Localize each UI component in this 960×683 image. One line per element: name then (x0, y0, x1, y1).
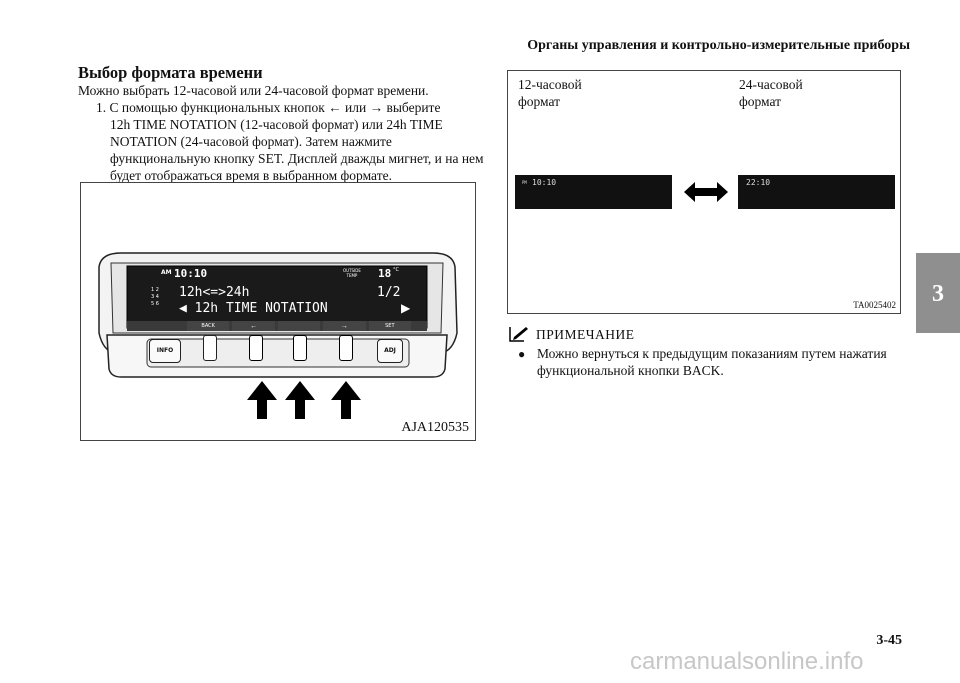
display-line-1: 12h<=>24h (179, 285, 250, 300)
function-button-4[interactable] (339, 335, 353, 361)
display-24h: 22:10 (738, 175, 895, 209)
display-page-indicator: 1/2 (377, 285, 401, 300)
display-line-2-text: 12h TIME NOTATION (194, 301, 328, 316)
side-numbers: 1 2 3 4 5 6 (151, 287, 159, 308)
am-indicator: AM (161, 269, 172, 276)
outside-temp-label: OUTSIDE TEMP (343, 268, 361, 278)
label-24h-line1: 24-часовой (739, 77, 803, 92)
display-12h: PM 10:10 (515, 175, 672, 209)
side-number: 6 (155, 301, 159, 307)
pm-indicator: PM (522, 180, 527, 185)
double-arrow-icon (684, 182, 728, 202)
outside-temp-line2: TEMP (346, 273, 358, 278)
time-format-figure: 12-часовой формат 24-часовой формат PM 1… (507, 70, 901, 314)
step-line-3: NOTATION (24-часовой формат). Затем нажм… (110, 134, 392, 149)
page-number: 3-45 (876, 633, 902, 648)
clock-time: 10:10 (174, 267, 208, 280)
chapter-number: 3 (932, 281, 944, 307)
side-number: 3 (151, 294, 155, 300)
step-line-5: будет отображаться время в выбранном фор… (110, 168, 392, 183)
label-24h-line2: формат (739, 94, 782, 109)
adj-button[interactable]: ADJ (377, 339, 403, 363)
display-panel-figure: AM 10:10 OUTSIDE TEMP 18 °C 1 2 3 4 5 6 … (80, 182, 476, 441)
function-button-1[interactable] (203, 335, 217, 361)
side-number: 5 (151, 301, 155, 307)
temperature-value: 18 (378, 267, 392, 280)
display-panel-drawing (98, 252, 458, 419)
function-button-2[interactable] (249, 335, 263, 361)
bullet-icon: ● (518, 347, 526, 361)
display-12h-time: 10:10 (532, 178, 557, 187)
side-number: 2 (155, 287, 159, 293)
temperature-unit: °C (393, 267, 399, 273)
running-header: Органы управления и контрольно-измерител… (527, 38, 910, 53)
step-line-1: 1. С помощью функциональных кнопок ← или… (96, 100, 441, 115)
figure-caption: TA0025402 (853, 300, 896, 310)
softkey-left[interactable]: ← (232, 321, 275, 331)
intro-paragraph: Можно выбрать 12-часовой или 24-часовой … (78, 83, 429, 98)
display-line-2: ◀ 12h TIME NOTATION (179, 301, 328, 316)
side-number: 1 (151, 287, 155, 293)
figure-caption: AJA120535 (401, 420, 469, 435)
softkey-blank[interactable] (277, 321, 321, 331)
step-line-4: функциональную кнопку SET. Дисплей дважд… (110, 151, 484, 166)
info-button[interactable]: INFO (149, 339, 181, 363)
function-button-3[interactable] (293, 335, 307, 361)
section-title: Выбор формата времени (78, 63, 263, 82)
label-12h-line2: формат (518, 94, 561, 109)
softkey-right[interactable]: → (323, 321, 366, 331)
watermark: carmanualsonline.info (630, 648, 864, 675)
note-line-1: Можно вернуться к предыдущим показаниям … (537, 346, 887, 361)
note-line-2: функциональной кнопки BACK. (537, 363, 724, 378)
side-number: 4 (155, 294, 159, 300)
chapter-tab: 3 (916, 253, 960, 333)
softkey-set[interactable]: SET (368, 321, 412, 331)
display-24h-time: 22:10 (746, 178, 771, 187)
display-right-arrow-icon: ▶ (401, 301, 411, 315)
label-12h-line1: 12-часовой (518, 77, 582, 92)
label-24h: 24-часовой формат (739, 76, 803, 110)
softkey-back[interactable]: BACK (187, 321, 230, 331)
outside-temp-line1: OUTSIDE (343, 268, 361, 273)
step-line-2: 12h TIME NOTATION (12-часовой формат) ил… (110, 117, 443, 132)
label-12h: 12-часовой формат (518, 76, 582, 110)
softkey-bar: BACK ← → SET (187, 321, 412, 331)
note-label: ПРИМЕЧАНИЕ (536, 327, 635, 342)
note-pencil-icon (509, 327, 528, 342)
